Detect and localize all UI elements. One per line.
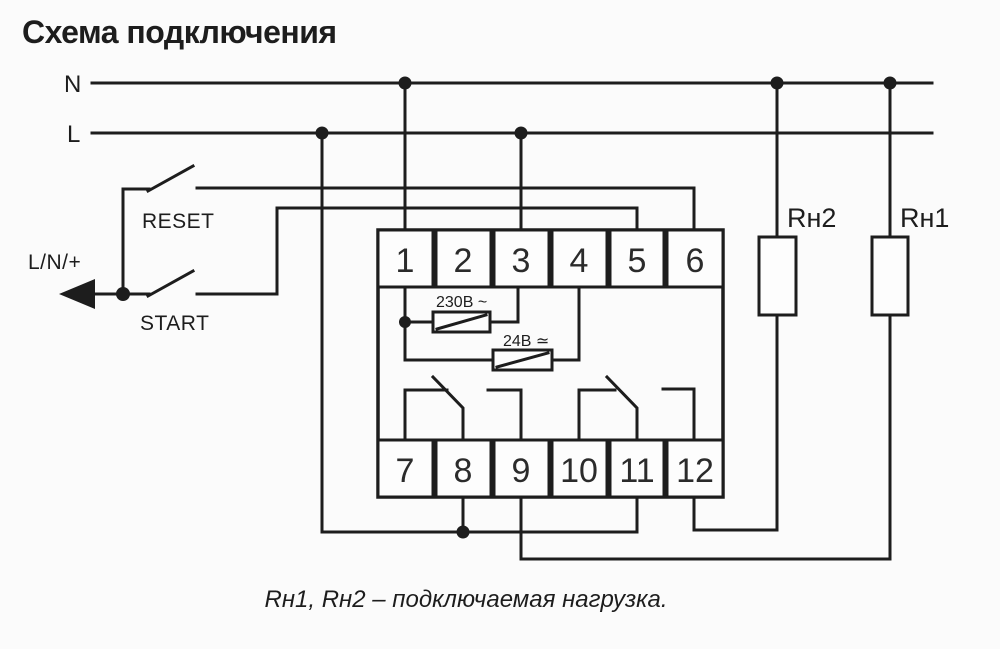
- junction-dot: [456, 525, 470, 539]
- relay1-fixed-9: [486, 388, 523, 442]
- reset-switch-label: RESET: [142, 210, 215, 233]
- diagram-caption: Rн1, Rн2 – подключаемая нагрузка.: [264, 586, 668, 613]
- terminal-box-9: [492, 438, 551, 499]
- terminal-number: 7: [396, 452, 415, 490]
- n-bus-label: N: [64, 71, 81, 98]
- terminal-number: 8: [454, 452, 473, 490]
- terminal-box-5: [608, 228, 666, 289]
- terminal-number: 10: [560, 452, 598, 490]
- wire-l-to-common-terminals: [320, 131, 639, 534]
- load-rn1: [870, 235, 910, 317]
- coil-230v-label: 230В ~: [436, 294, 487, 311]
- wire-terminal-9-to-rn1: [519, 313, 892, 561]
- terminal-box-6: [665, 228, 725, 289]
- page-title: Схема подключения: [22, 14, 337, 50]
- junction-dot: [399, 316, 411, 328]
- relay1-blade: [430, 374, 465, 442]
- terminal-number: 6: [686, 242, 705, 280]
- terminal-box-12: [665, 438, 725, 499]
- relay2-fixed-12: [661, 387, 696, 442]
- control-input-label: L/N/+: [28, 251, 81, 274]
- terminal-box-1: [376, 228, 435, 289]
- terminal-number: 11: [619, 452, 654, 490]
- terminal-box-4: [550, 228, 609, 289]
- load-rn1-label: Rн1: [900, 203, 949, 233]
- coil-230v-diagonal: [435, 313, 488, 331]
- wire-reset-to-terminal-6: [195, 186, 696, 232]
- junction-dot: [398, 76, 412, 90]
- load-rn2-label: Rн2: [787, 203, 836, 233]
- coil-24v-label: 24В ≃: [503, 333, 549, 350]
- relay1-fixed-7: [403, 388, 449, 442]
- terminal-number: 5: [628, 242, 647, 280]
- load-rn2: [757, 235, 798, 317]
- relay2-fixed-10: [577, 388, 617, 442]
- l-bus-label: L: [67, 121, 80, 148]
- wire-terminal-12-to-rn2: [692, 313, 779, 532]
- reset-switch-blade: [145, 163, 196, 194]
- terminal-number: 9: [512, 452, 531, 490]
- terminal-box-11: [608, 438, 666, 499]
- terminal-number: 4: [570, 242, 589, 280]
- terminal-box-7: [376, 438, 435, 499]
- coil-24v-diagonal: [495, 351, 550, 369]
- input-arrow-icon: [59, 279, 95, 309]
- junction-dot: [770, 76, 784, 90]
- terminal-box-8: [434, 438, 493, 499]
- relay2-blade: [604, 374, 639, 442]
- terminal-box-3: [492, 228, 551, 289]
- terminal-number: 1: [396, 242, 415, 280]
- terminal-number: 12: [676, 452, 714, 490]
- start-switch-label: START: [140, 312, 209, 335]
- terminal-number: 2: [454, 242, 473, 280]
- start-switch-blade: [145, 268, 196, 299]
- wire-start-to-terminal-5: [195, 206, 639, 296]
- wire-coil-230-to-terminal-3: [488, 285, 520, 324]
- junction-dot: [514, 126, 528, 140]
- junction-dot: [315, 126, 329, 140]
- terminal-number: 3: [512, 242, 531, 280]
- terminal-box-10: [550, 438, 609, 499]
- wire-coil-24-to-terminal-4: [550, 285, 581, 362]
- junction-dot: [883, 76, 897, 90]
- junction-dot: [116, 287, 130, 301]
- terminal-box-2: [434, 228, 493, 289]
